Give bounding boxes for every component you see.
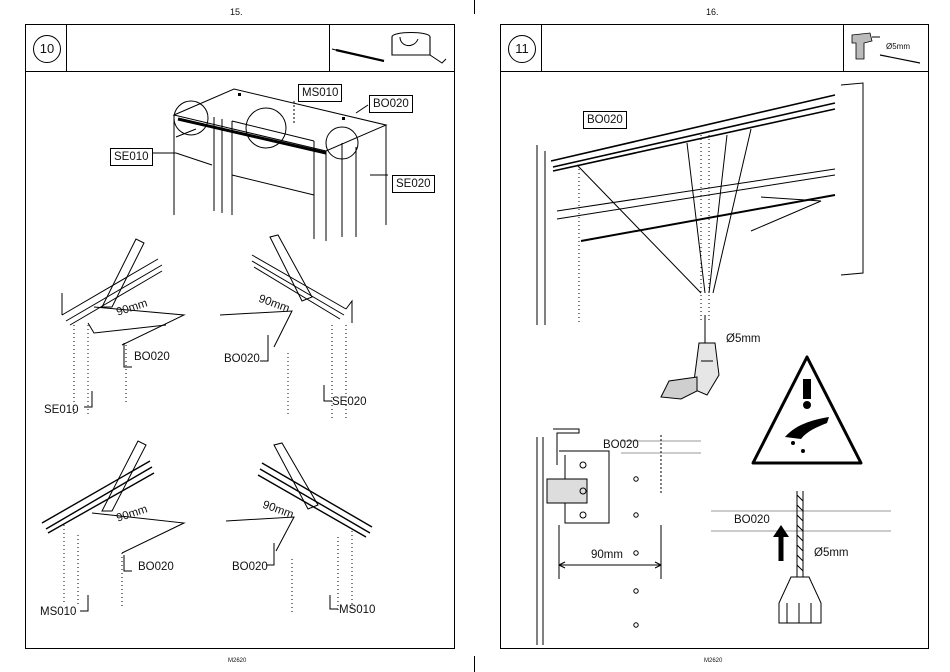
crop-mark-bottom: [474, 656, 475, 672]
footer-code-left: M2620: [228, 658, 246, 664]
page-number-left: 15.: [230, 7, 243, 17]
drill-bit-detail-drawing: [501, 25, 928, 648]
bit-size-label: Ø5mm: [814, 546, 849, 560]
page-number-right: 16.: [706, 7, 719, 17]
crop-mark-top: [474, 0, 475, 14]
detail-drawing-4: [26, 25, 454, 648]
footer-code-right: M2620: [704, 658, 722, 664]
detail-4-rail: BO020: [232, 560, 268, 574]
right-page-frame: 11 Ø5mm BO020: [500, 24, 929, 649]
detail-4-side: MS010: [339, 603, 375, 617]
left-page-frame: 10: [25, 24, 455, 649]
bit-rail-label: BO020: [734, 513, 770, 527]
